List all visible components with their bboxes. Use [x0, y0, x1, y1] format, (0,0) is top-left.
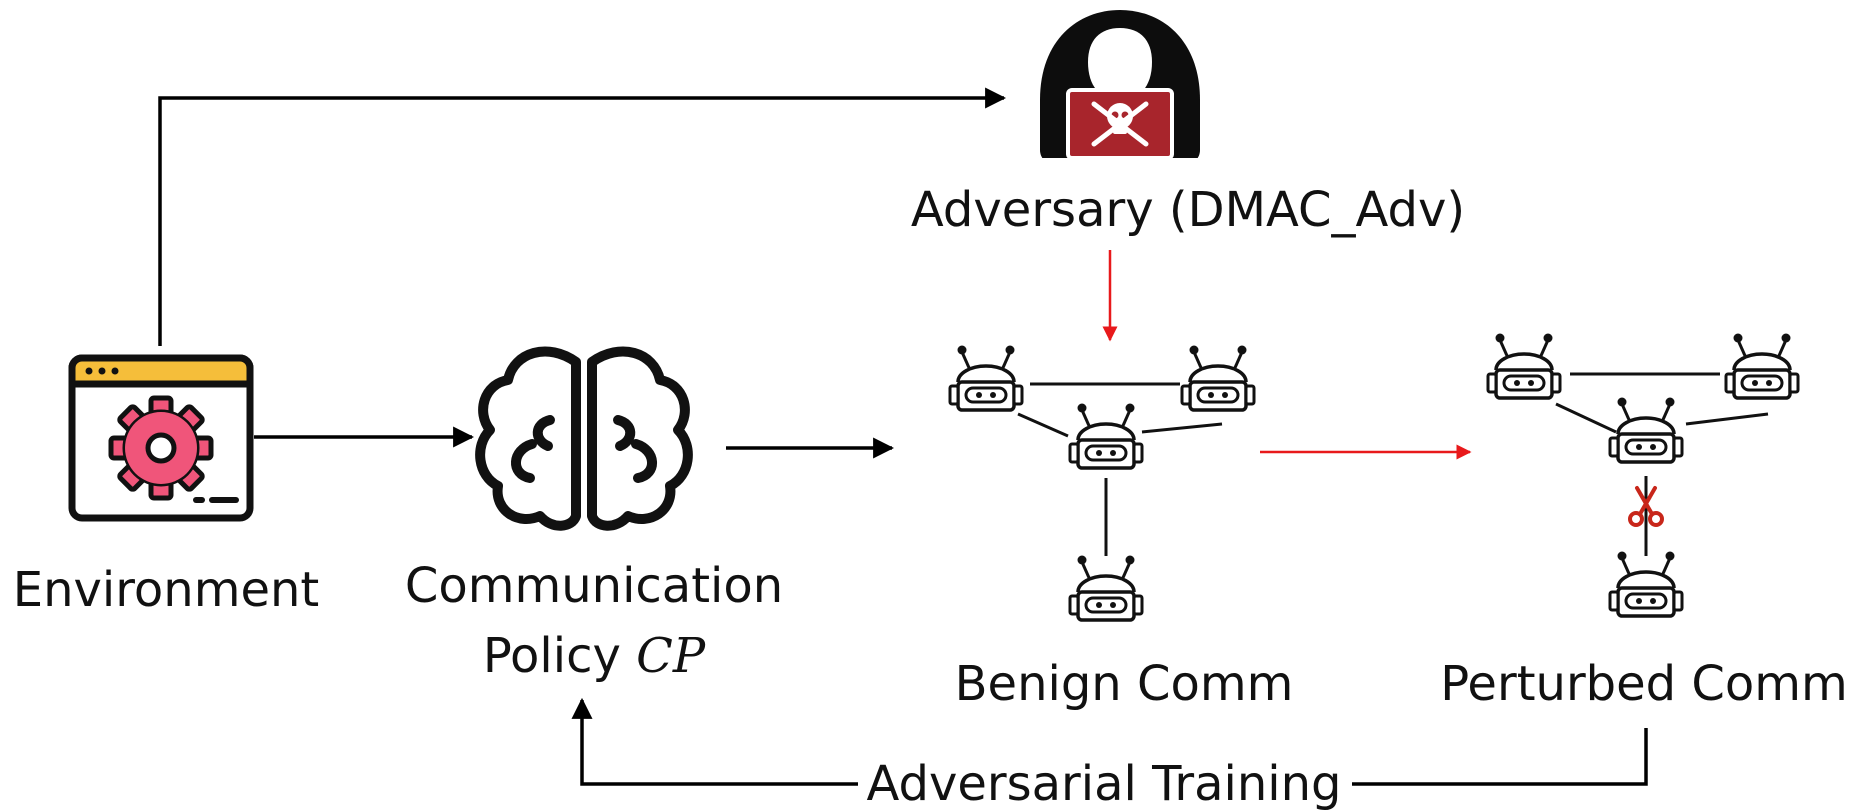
perturbed-label: Perturbed Comm [1440, 656, 1848, 712]
benign-edge-right [1141, 422, 1223, 434]
environment-label: Environment [12, 562, 320, 618]
scissors-icon [1628, 486, 1664, 527]
policy-label-line2: Policy CP [483, 632, 705, 680]
perturbed-edge-left [1555, 402, 1617, 434]
feedback-arrow-to-policy [571, 697, 858, 786]
robot-icon [1068, 401, 1144, 470]
hacker-icon [1040, 10, 1200, 166]
policy-symbol: CP [636, 628, 706, 684]
robot-icon [1608, 549, 1684, 618]
robot-icon [1180, 343, 1256, 412]
robot-icon [948, 343, 1024, 412]
robot-icon [1608, 395, 1684, 464]
benign-network [1017, 382, 1223, 556]
robot-icon [1486, 331, 1562, 400]
perturbed-edge-right [1685, 412, 1769, 426]
adversary-label: Adversary (DMAC_Adv) [910, 182, 1466, 238]
robot-icon [1724, 331, 1800, 400]
adversarial-training-label: Adversarial Training [866, 756, 1342, 812]
env-to-adversary-arrow [158, 87, 1007, 346]
robot-icon [1068, 553, 1144, 622]
gear-window-icon [68, 354, 254, 522]
benign-label: Benign Comm [954, 656, 1294, 712]
brain-icon [475, 346, 693, 531]
policy-label-line1: Communication [404, 558, 784, 614]
benign-edge-left [1017, 412, 1069, 438]
policy-label-prefix: Policy [482, 628, 637, 684]
perturbed-network [1555, 372, 1769, 556]
feedback-line-right [1352, 728, 1648, 786]
